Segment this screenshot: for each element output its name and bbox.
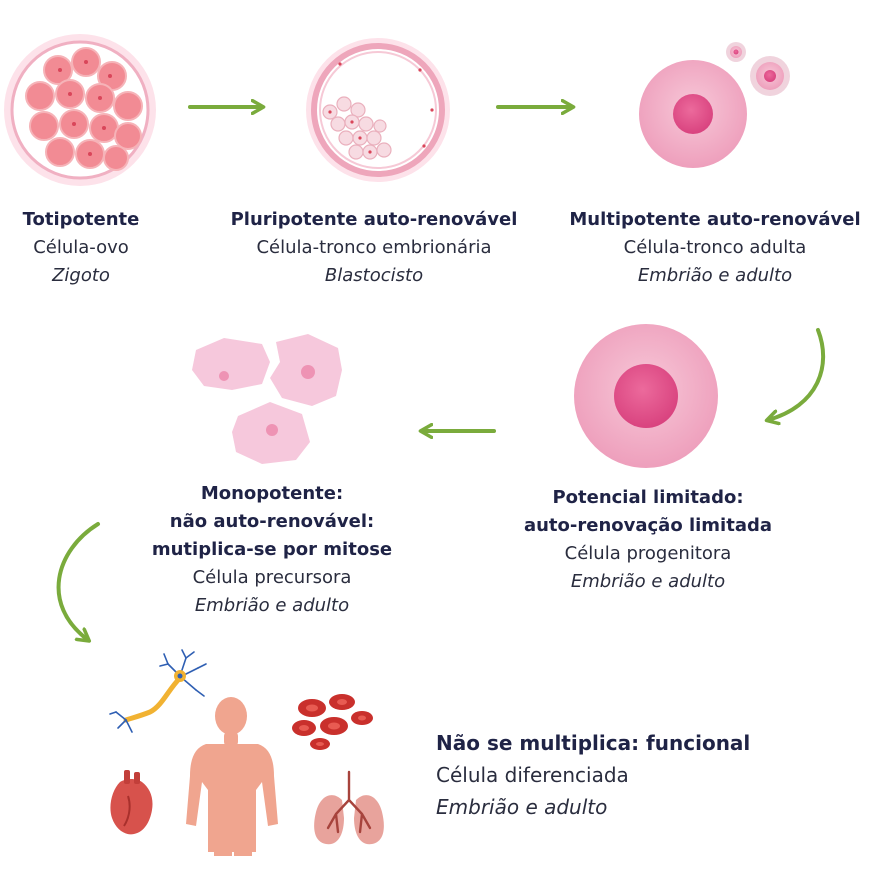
stage-totipotent: Totipotente Célula-ovo Zigoto [8, 206, 154, 290]
stage-note: Zigoto [52, 265, 110, 286]
stage-subtitle: Célula diferenciada [436, 763, 629, 787]
stage-note: Embrião e adulto [637, 265, 793, 286]
adult-stem-cell-icon [639, 42, 790, 168]
flow-arrows [56, 107, 826, 640]
stage-subtitle: Célula-tronco adulta [623, 237, 807, 258]
stage-progenitor: Potencial limitado: auto-renovação limit… [498, 484, 798, 596]
arrow-3 [768, 328, 826, 420]
stage-pluripotent: Pluripotente auto-renovável Célula-tronc… [208, 206, 540, 290]
lungs-icon [314, 770, 384, 845]
stage-note: Embrião e adulto [436, 795, 608, 819]
stage-differentiated: Não se multiplica: funcional Célula dife… [436, 727, 866, 823]
arrow-5 [56, 522, 100, 640]
stage-title-line: Potencial limitado: [552, 487, 744, 508]
stage-title: Pluripotente auto-renovável [230, 209, 518, 230]
neuron-icon [109, 649, 207, 733]
stage-title: Multipotente auto-renovável [569, 209, 861, 230]
stage-title: Totipotente [22, 209, 140, 230]
stage-note: Blastocisto [324, 265, 424, 286]
stage-subtitle: Célula progenitora [564, 543, 732, 564]
red-blood-cells-icon [292, 694, 373, 750]
stage-note: Embrião e adulto [570, 571, 726, 592]
heart-icon [110, 770, 153, 835]
stage-note: Embrião e adulto [194, 595, 350, 616]
stage-multipotent: Multipotente auto-renovável Célula-tronc… [558, 206, 872, 290]
stage-title-line: Monopotente: [200, 483, 344, 504]
progenitor-cell-icon [574, 324, 718, 468]
stage-title-line: mutiplica-se por mitose [151, 539, 393, 560]
blastocyst-icon [306, 38, 450, 182]
stage-title: Não se multiplica: funcional [436, 731, 751, 755]
human-body-icon [186, 697, 278, 856]
zygote-icon [4, 34, 156, 186]
stage-title-line: não auto-renovável: [169, 511, 375, 532]
stage-precursor: Monopotente: não auto-renovável: mutipli… [132, 480, 412, 620]
precursor-cells-icon [192, 334, 342, 464]
stage-subtitle: Célula precursora [192, 567, 352, 588]
stage-title-line: auto-renovação limitada [523, 515, 773, 536]
stage-subtitle: Célula-tronco embrionária [256, 237, 492, 258]
stage-subtitle: Célula-ovo [33, 237, 129, 258]
